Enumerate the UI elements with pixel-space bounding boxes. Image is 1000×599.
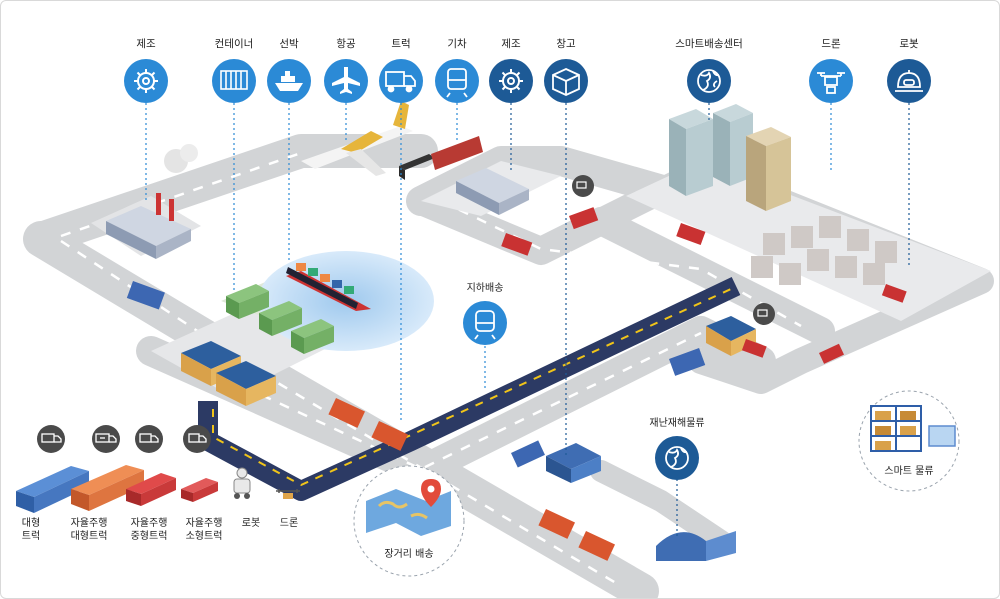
robot-icon — [895, 70, 923, 92]
bottom-icon-auto-small — [183, 425, 211, 453]
factory-left — [106, 144, 198, 259]
label-train: 기차 — [447, 38, 467, 50]
long-distance-badge — [353, 465, 465, 577]
label-underground: 지하배송 — [466, 283, 504, 294]
gear-icon — [499, 69, 523, 93]
label-line: 대형 — [21, 518, 41, 529]
gear-icon — [134, 69, 158, 93]
airplane — [301, 101, 413, 176]
label-smart-center: 스마트배송센터 — [675, 38, 743, 50]
green-containers — [226, 284, 334, 354]
disaster-hangar — [656, 531, 736, 561]
icon-robot — [887, 59, 931, 103]
label-line: 로봇 — [241, 518, 261, 529]
icon-manufacturing-2 — [489, 59, 533, 103]
label-disaster: 재난재해물류 — [649, 418, 705, 429]
bottom-icon-auto-large — [92, 425, 120, 453]
icon-aviation — [324, 59, 368, 103]
city-blocks — [751, 216, 897, 285]
label-manufacturing-2: 제조 — [501, 38, 521, 50]
label-line: 소형트럭 — [185, 531, 223, 542]
map-trucks — [126, 207, 907, 561]
drone-icon — [817, 72, 845, 94]
label-auto-large: 자율주행 대형트럭 — [54, 517, 124, 543]
label-line: 자율주행 — [185, 518, 223, 529]
label-ship: 선박 — [279, 38, 299, 50]
warehouse-right — [706, 316, 756, 356]
globe-icon — [697, 69, 721, 93]
label-smart-logistics: 스마트 물류 — [884, 466, 934, 477]
bottom-icon-auto-medium — [135, 425, 163, 453]
label-auto-medium: 자율주행 중형트럭 — [114, 517, 184, 543]
label-warehouse: 창고 — [556, 38, 576, 50]
cargo-ship — [286, 263, 371, 311]
label-manufacturing-1: 제조 — [136, 38, 156, 50]
map-badge-truck-2 — [753, 303, 775, 325]
label-aviation: 항공 — [336, 38, 356, 50]
bottom-icon-large-truck — [37, 425, 65, 453]
train-icon — [446, 68, 468, 98]
container-icon — [220, 70, 248, 90]
airplane-icon — [332, 67, 360, 94]
label-drone-bottom: 드론 — [254, 517, 324, 530]
label-robot: 로봇 — [899, 38, 919, 50]
globe-icon — [665, 446, 689, 470]
label-long-distance: 장거리 배송 — [384, 549, 434, 560]
icon-ship — [267, 59, 311, 103]
bottom-vehicles — [16, 465, 300, 513]
freight-train — [399, 136, 483, 180]
icon-smart-center — [687, 59, 731, 103]
smart-logistics-badge — [858, 390, 960, 492]
icon-container — [212, 59, 256, 103]
icon-truck — [379, 59, 423, 103]
label-line: 트럭 — [21, 531, 41, 542]
label-auto-small: 자율주행 소형트럭 — [169, 517, 239, 543]
label-large-truck: 대형 트럭 — [1, 517, 66, 543]
truck-icon — [139, 433, 159, 443]
map-badge-truck-1 — [572, 175, 594, 197]
icon-disaster — [655, 436, 699, 480]
delivery-drone — [276, 489, 300, 499]
autonomous-truck-icon — [95, 433, 117, 443]
distribution-center — [546, 443, 601, 483]
truck-icon — [188, 433, 207, 443]
label-line: 대형트럭 — [70, 531, 108, 542]
label-line: 중형트럭 — [130, 531, 168, 542]
icon-train — [435, 59, 479, 103]
label-container: 컨테이너 — [214, 38, 254, 50]
label-line: 드론 — [279, 518, 299, 529]
truck-icon — [41, 433, 62, 443]
delivery-robot — [233, 467, 251, 499]
icon-drone — [809, 59, 853, 103]
subway-icon — [474, 310, 496, 340]
icon-manufacturing-1 — [124, 59, 168, 103]
label-robot-bottom: 로봇 — [216, 517, 286, 530]
location-pin-icon — [421, 479, 441, 507]
ship-icon — [275, 71, 303, 91]
smart-center-towers — [669, 104, 791, 211]
truck-icon — [385, 71, 416, 93]
label-line: 자율주행 — [70, 518, 108, 529]
box-icon — [552, 68, 580, 96]
label-line: 자율주행 — [130, 518, 168, 529]
icon-underground — [463, 301, 507, 345]
warehouse-rack-illustration — [870, 405, 956, 452]
warehouse-left — [181, 341, 276, 406]
icon-warehouse — [544, 59, 588, 103]
label-truck: 트럭 — [391, 38, 411, 50]
label-drone: 드론 — [821, 38, 841, 50]
factory-right — [456, 168, 529, 215]
connector-lines — [145, 103, 910, 536]
highway — [198, 276, 741, 501]
